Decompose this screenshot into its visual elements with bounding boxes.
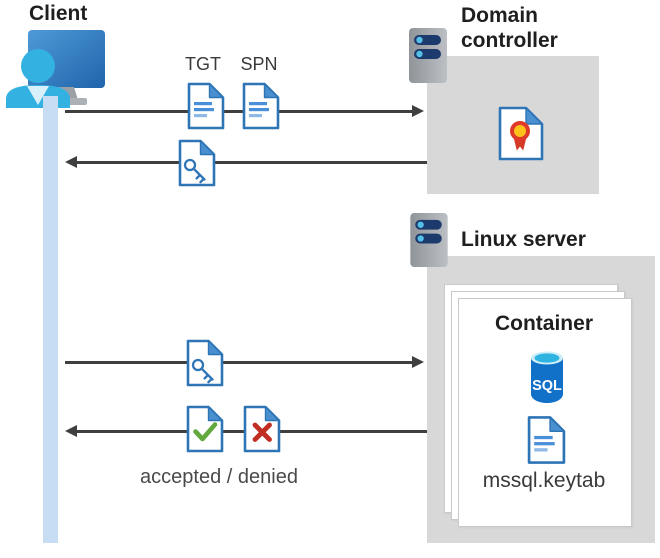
arrow-head-icon [412, 105, 424, 117]
accepted-denied-label: accepted / denied [140, 466, 298, 488]
accepted-document-icon [186, 405, 224, 453]
arrow-head-icon [65, 156, 77, 168]
sql-database-icon: SQL [531, 351, 563, 403]
arrow-line [65, 110, 414, 113]
check-icon [193, 422, 218, 442]
linux-server-label: Linux server [461, 228, 586, 251]
key-icon [191, 358, 214, 384]
key-ticket-icon [186, 339, 224, 387]
arrow-head-icon [412, 356, 424, 368]
key-ticket-icon [178, 139, 216, 187]
arrow-line [77, 161, 427, 164]
client-lifeline [43, 96, 58, 543]
key-icon [183, 158, 206, 184]
arrow-head-icon [65, 425, 77, 437]
container-label: Container [494, 312, 593, 335]
user-icon [6, 49, 70, 108]
sql-text: SQL [532, 378, 562, 394]
denied-document-icon [243, 405, 281, 453]
certificate-icon [498, 106, 544, 161]
container-card [458, 298, 632, 527]
spn-document-icon [242, 82, 280, 130]
arrow-line [65, 361, 414, 364]
linux-server-icon [410, 212, 448, 268]
cross-icon [252, 422, 272, 442]
domain-controller-server-icon [409, 28, 447, 83]
domain-controller-label: Domain controller [461, 4, 558, 52]
tgt-document-icon [187, 82, 225, 130]
spn-label: SPN [240, 54, 278, 74]
client-label: Client [29, 2, 88, 25]
tgt-label: TGT [185, 54, 221, 74]
keytab-label: mssql.keytab [482, 469, 606, 492]
keytab-document-icon [527, 416, 566, 464]
